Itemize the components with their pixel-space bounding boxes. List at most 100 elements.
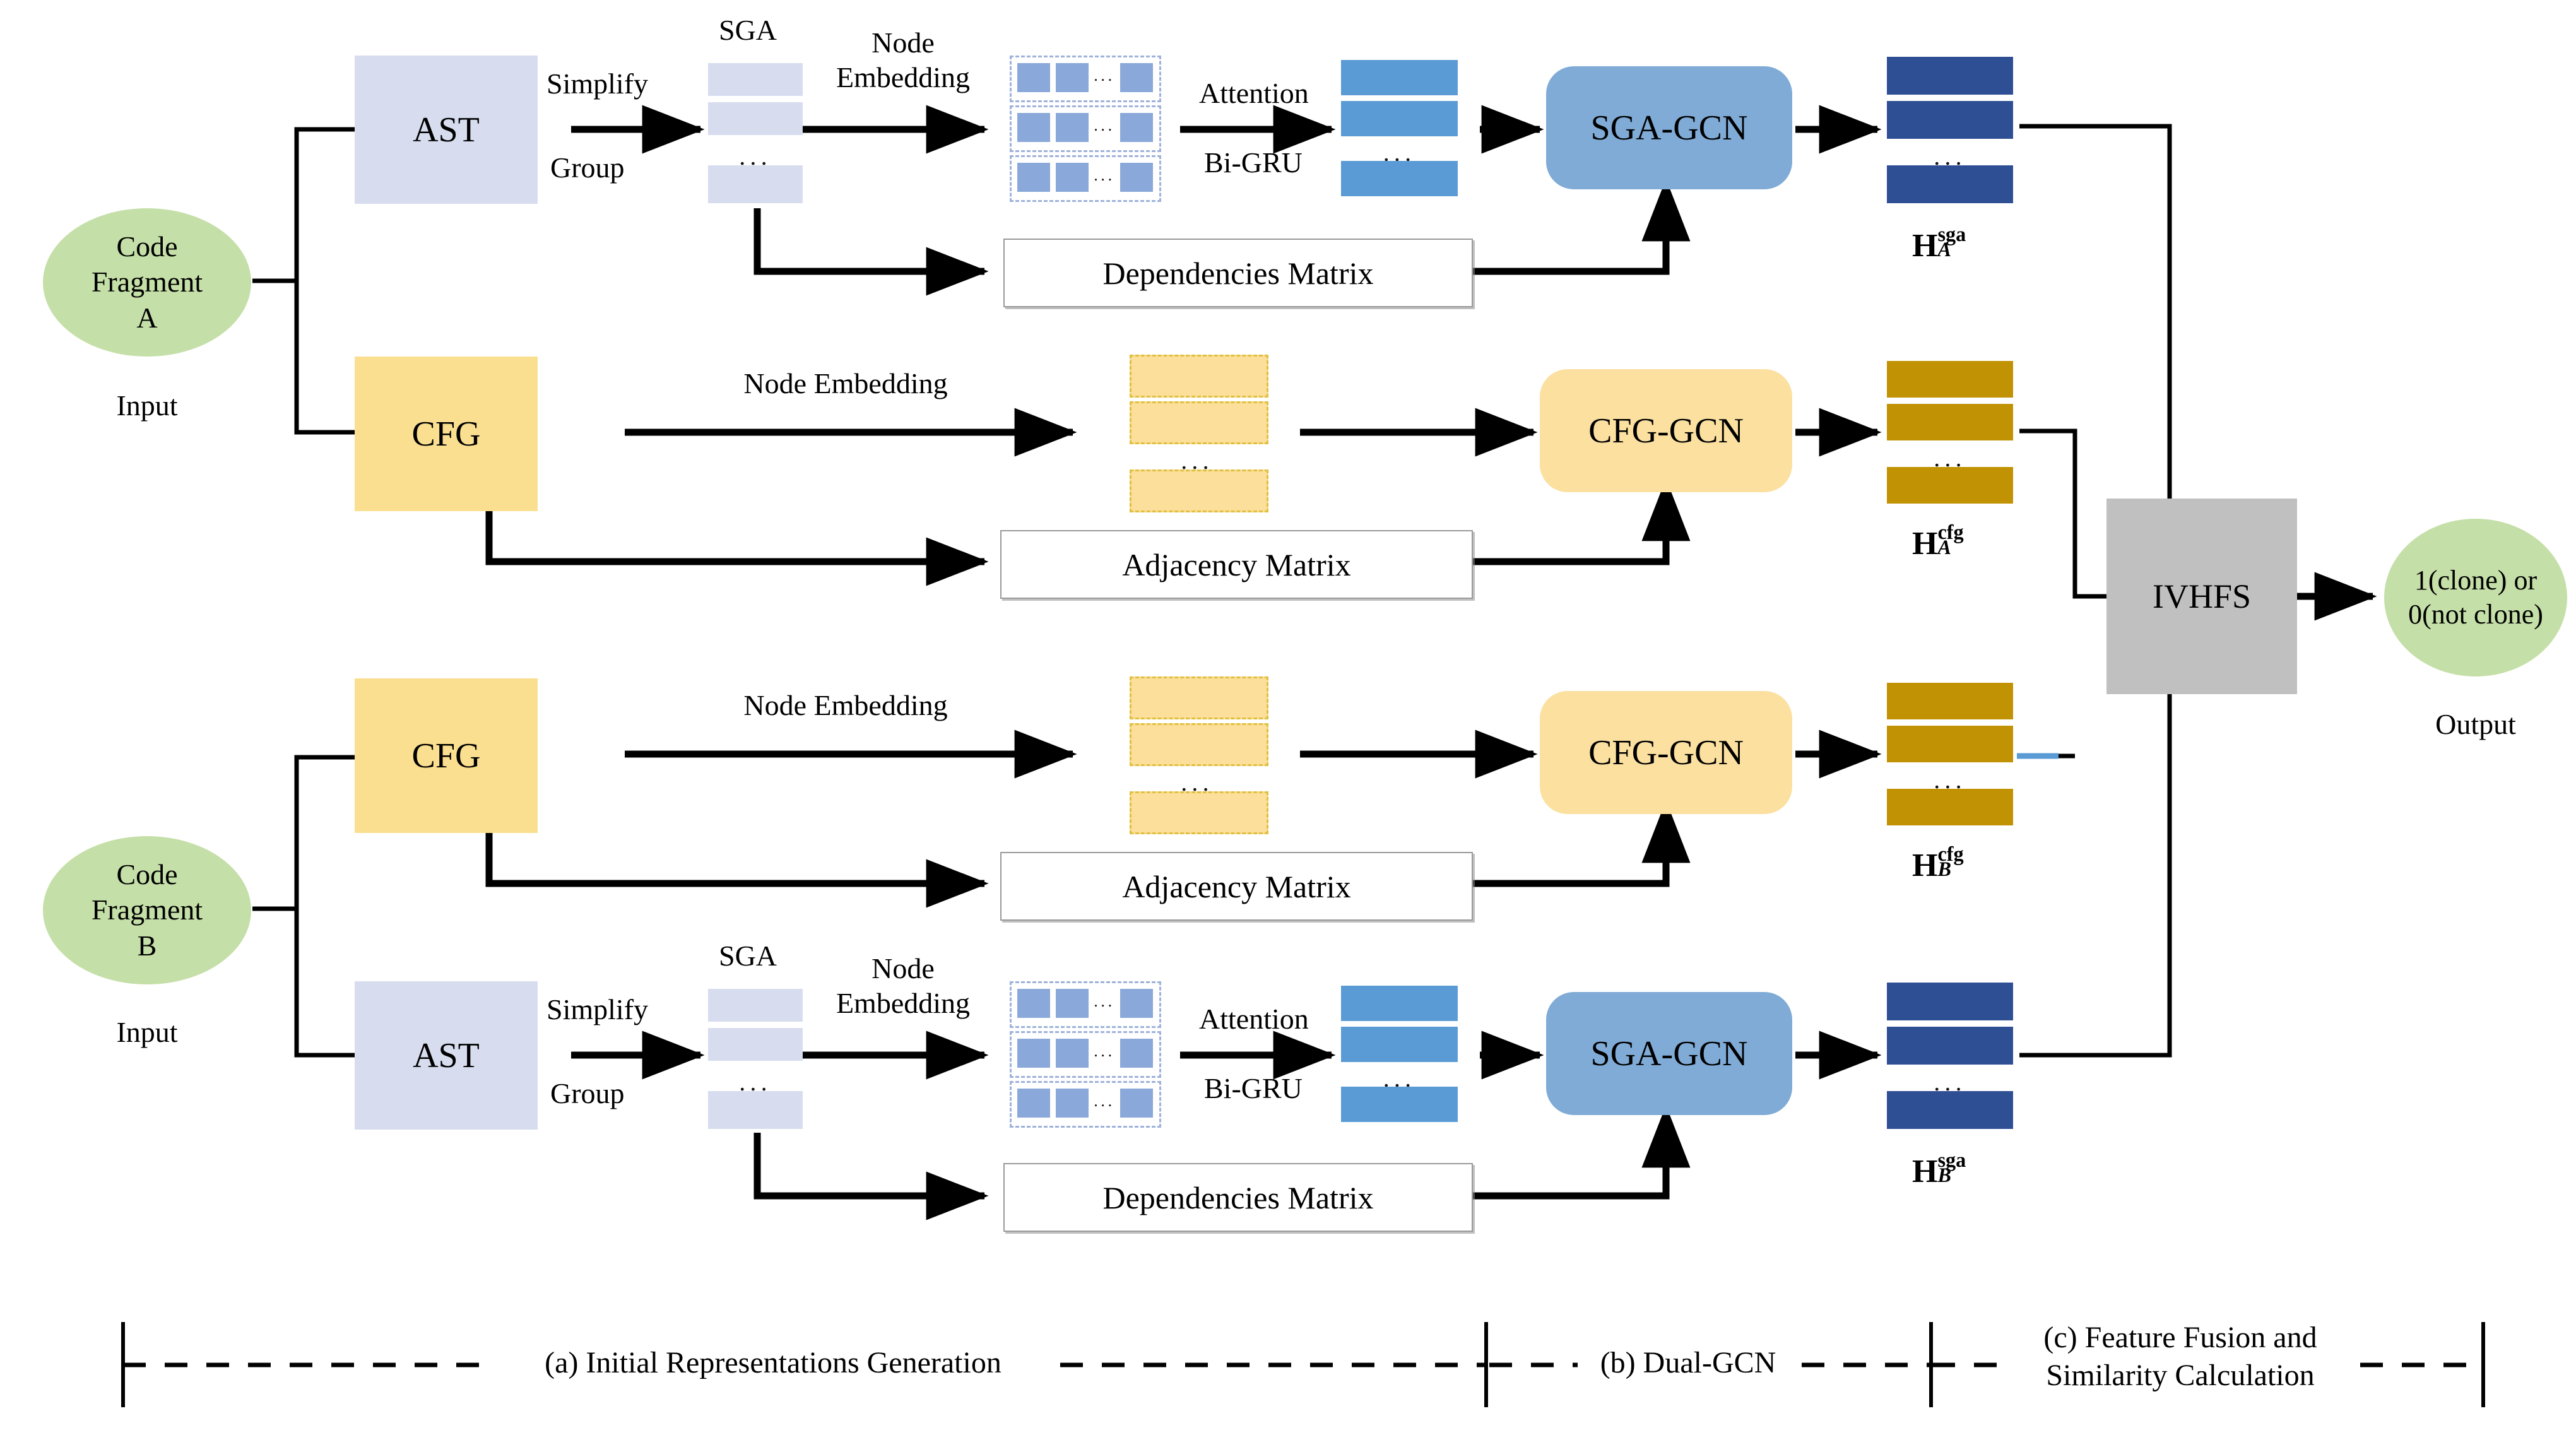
cfg-emb-b-3 [1130,791,1268,834]
input-label-a: Code Fragment A [91,230,203,334]
emb-cell [1017,989,1050,1018]
sga-bar-b-1 [708,989,803,1022]
sga-ellipsis-a: ... [739,142,772,170]
cfg-label-a: CFG [411,414,481,454]
attn-bar-a-2 [1341,101,1458,136]
emb-cell [1120,163,1153,192]
attn-bar-a-3 [1341,161,1458,196]
emb-row-ellipsis: ... [1094,66,1115,85]
adjacency-matrix-b: Adjacency Matrix [1000,852,1473,921]
h-sub: A [1937,237,1951,261]
emb-cell [1120,1039,1153,1068]
sga-label-a: SGA [718,14,777,46]
emb-group-b-2: ... [1010,1031,1161,1078]
cfg-gcn-box-b[interactable]: CFG-GCN [1540,691,1792,814]
emb-cell [1056,989,1089,1018]
input-caption-a: Input [116,389,178,422]
h-a-sga-ellipsis: ... [1934,142,1966,170]
sga-label-b: SGA [718,940,777,972]
node-embedding-grid-a: ... ... ... [1010,56,1161,202]
h-b-sga-bar-2 [1887,1027,2013,1065]
h-a-sga-label: H sga A [1912,223,1966,264]
h-b-sga-bar-1 [1887,983,2013,1020]
h-b-sga-bar-3 [1887,1091,2013,1129]
input-caption-b: Input [116,1016,178,1048]
attn-ellipsis-a: ... [1383,138,1416,167]
adjacency-matrix-a: Adjacency Matrix [1000,530,1473,599]
node-embedding-grid-b: ... ... ... [1010,981,1161,1128]
cfg-gcn-label-a: CFG-GCN [1588,411,1744,451]
node-embedding-label-b: Node Embedding [836,952,971,1020]
sga-gcn-box-a[interactable]: SGA-GCN [1546,66,1792,189]
emb-cell [1120,113,1153,142]
legend-label-a: (a) Initial Representations Generation [545,1346,1001,1379]
attention-label-b: Attention [1199,1003,1309,1035]
emb-cell [1120,1089,1153,1118]
h-sub: A [1937,535,1951,558]
cfg-gcn-box-a[interactable]: CFG-GCN [1540,369,1792,492]
ivhfs-label: IVHFS [2152,577,2252,615]
output-label: 1(clone) or 0(not clone) [2408,565,2543,630]
sga-bar-b-2 [708,1028,803,1061]
emb-cell [1056,1039,1089,1068]
ast-box-b[interactable]: AST [355,981,538,1130]
sga-gcn-label-b: SGA-GCN [1590,1034,1748,1073]
adjacency-matrix-label-b: Adjacency Matrix [1122,868,1351,904]
cfg-emb-b-1 [1130,676,1268,719]
emb-cell [1056,63,1089,92]
h-base: H [1912,1154,1938,1190]
attn-bar-b-1 [1341,986,1458,1021]
group-label-b: Group [550,1077,625,1109]
legend-label-b: (b) Dual-GCN [1600,1346,1776,1379]
group-label-a: Group [550,151,625,184]
attn-ellipsis-b: ... [1383,1064,1416,1092]
h-b-sga-label: H sga B [1912,1149,1966,1190]
emb-row-ellipsis: ... [1094,116,1115,134]
h-b-cfg-bar-2 [1887,726,2013,762]
bigru-label-a: Bi-GRU [1204,146,1303,179]
input-ellipse-a[interactable]: Code Fragment A [43,208,251,357]
attn-bar-a-1 [1341,60,1458,95]
h-b-sga-ellipsis: ... [1934,1068,1966,1096]
node-embedding-label-cfg-a: Node Embedding [743,367,948,399]
cfg-box-a[interactable]: CFG [355,357,538,511]
h-base: H [1912,228,1938,264]
cfg-emb-a-1 [1130,355,1268,398]
h-base: H [1912,847,1938,883]
emb-cell [1017,163,1050,192]
emb-cell [1056,1089,1089,1118]
h-a-cfg-bar-3 [1887,467,2013,504]
cfg-emb-b-2 [1130,723,1268,766]
h-b-cfg-label: H cfg B [1912,842,1964,884]
cfg-box-b[interactable]: CFG [355,678,538,833]
h-sup: sga [1937,222,1966,245]
sga-gcn-box-b[interactable]: SGA-GCN [1546,992,1792,1115]
sga-bar-a-2 [708,102,803,135]
emb-cell [1056,163,1089,192]
h-a-sga-bar-3 [1887,165,2013,203]
cfg-emb-a-2 [1130,401,1268,444]
ast-box-a[interactable]: AST [355,56,538,204]
node-embedding-label-cfg-b: Node Embedding [743,689,948,721]
emb-cell [1017,1089,1050,1118]
sga-gcn-label-a: SGA-GCN [1590,108,1748,148]
adjacency-matrix-label-a: Adjacency Matrix [1122,546,1351,582]
attn-bar-b-2 [1341,1027,1458,1062]
cfg-label-b: CFG [411,736,481,776]
ivhfs-box[interactable]: IVHFS [2106,499,2297,694]
emb-cell [1017,63,1050,92]
emb-group-b-1: ... [1010,981,1161,1028]
output-ellipse[interactable]: 1(clone) or 0(not clone) [2384,519,2567,676]
dependencies-matrix-label-b: Dependencies Matrix [1102,1179,1374,1215]
emb-group-a-2: ... [1010,105,1161,152]
h-b-cfg-bar-3 [1887,789,2013,825]
input-ellipse-b[interactable]: Code Fragment B [43,836,251,984]
cfg-gcn-label-b: CFG-GCN [1588,733,1744,772]
h-base: H [1912,526,1938,562]
input-label-b: Code Fragment B [91,858,203,962]
bigru-label-b: Bi-GRU [1204,1072,1303,1104]
emb-cell [1056,113,1089,142]
dependencies-matrix-a: Dependencies Matrix [1003,239,1473,307]
h-a-cfg-bar-1 [1887,361,2013,398]
emb-row-ellipsis: ... [1094,992,1115,1010]
